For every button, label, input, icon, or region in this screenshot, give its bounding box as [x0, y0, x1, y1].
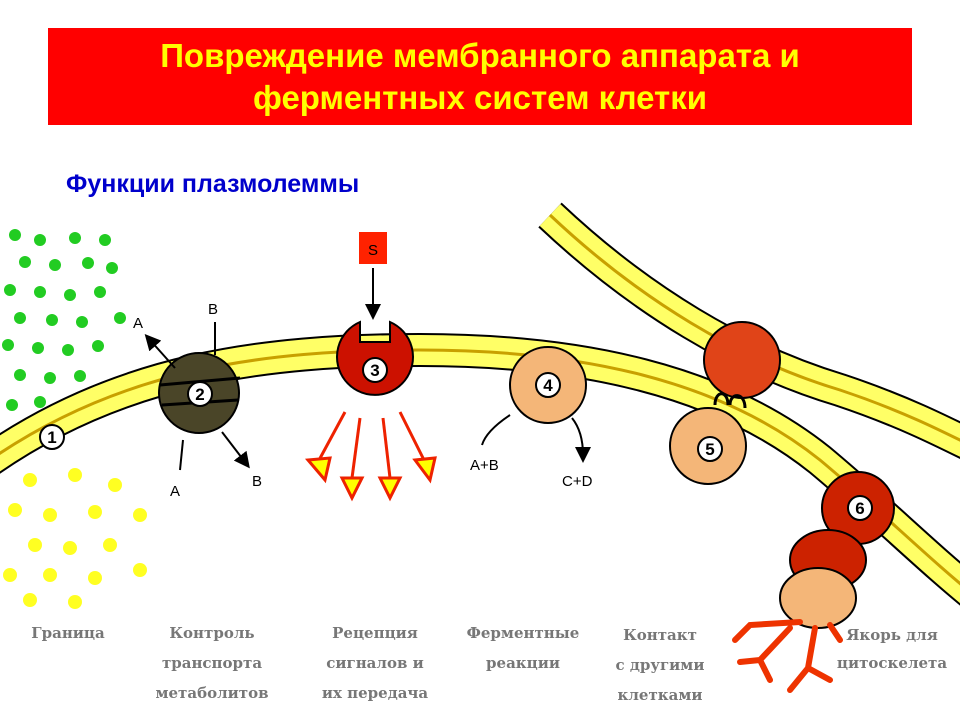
slide-subtitle: Функции плазмолеммы — [66, 170, 360, 198]
svg-text:метаболитов: метаболитов — [155, 684, 268, 702]
captions: Граница Контроль транспорта метаболитов … — [31, 624, 947, 704]
marker-1-boundary: 1 — [39, 424, 65, 450]
caption-boundary: Граница — [31, 624, 105, 642]
svg-text:транспорта: транспорта — [162, 654, 262, 672]
svg-text:Контакт: Контакт — [623, 626, 697, 644]
receptor-protein: S 3 — [304, 232, 437, 502]
title-banner: Повреждение мембранного аппарата и ферме… — [48, 28, 912, 125]
svg-text:их передача: их передача — [322, 684, 429, 702]
svg-text:с другими: с другими — [616, 656, 705, 674]
title-line-2: ферментных систем клетки — [253, 78, 707, 116]
label-products: C+D — [562, 473, 593, 490]
svg-text:4: 4 — [543, 376, 553, 395]
svg-text:клетками: клетками — [618, 686, 703, 704]
svg-text:Ферментные: Ферментные — [467, 624, 580, 642]
svg-text:6: 6 — [855, 499, 864, 518]
contact-proteins: 5 — [669, 321, 781, 485]
label-a-out: A — [133, 315, 143, 332]
extracellular-particles — [2, 229, 126, 411]
intracellular-particles — [3, 468, 147, 609]
svg-text:Контроль: Контроль — [169, 624, 254, 642]
slide-title: Повреждение мембранного аппарата и ферме… — [160, 35, 800, 119]
label-b-top: B — [208, 301, 218, 318]
label-b-in: B — [252, 473, 262, 490]
svg-text:сигналов и: сигналов и — [326, 654, 424, 672]
anchor-proteins: 6 — [732, 471, 895, 693]
transport-protein: 2 A B A B — [133, 301, 262, 500]
label-substrates: A+B — [470, 457, 499, 474]
svg-text:5: 5 — [705, 440, 714, 459]
svg-text:3: 3 — [370, 361, 379, 380]
svg-text:Якорь для: Якорь для — [846, 626, 938, 644]
svg-text:1: 1 — [47, 428, 56, 447]
label-a-bottom: A — [170, 483, 180, 500]
svg-text:2: 2 — [195, 385, 204, 404]
title-line-1: Повреждение мембранного аппарата и — [160, 36, 800, 74]
svg-text:Рецепция: Рецепция — [332, 624, 418, 642]
neighbour-membrane — [538, 202, 960, 460]
svg-text:реакции: реакции — [486, 654, 560, 672]
signal-label: S — [368, 242, 378, 259]
enzyme-protein: 4 A+B C+D — [470, 346, 593, 490]
svg-text:цитоскелета: цитоскелета — [837, 654, 947, 672]
